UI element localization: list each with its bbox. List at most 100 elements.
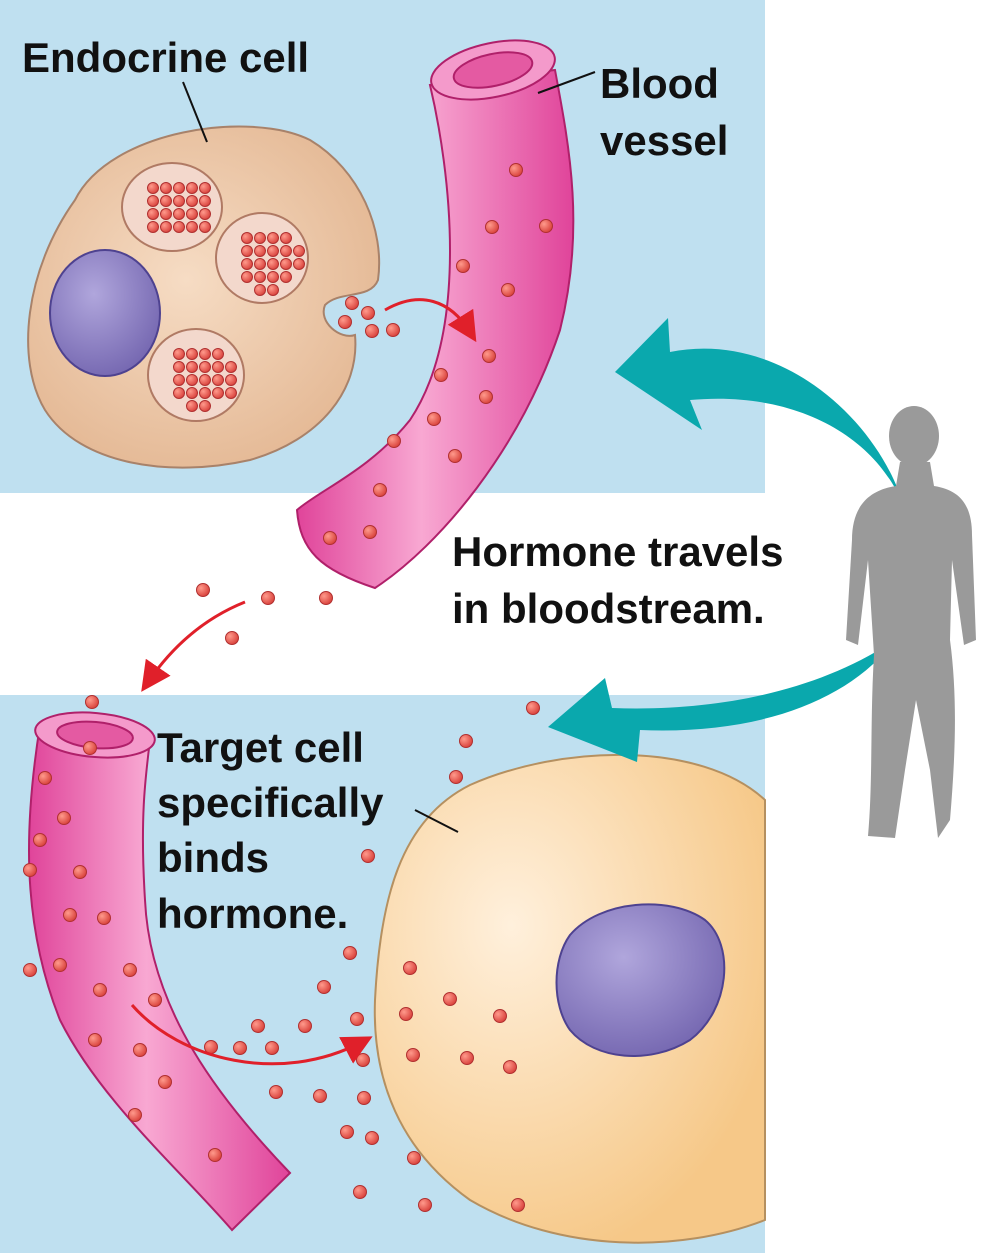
hormone-dot <box>267 232 279 244</box>
hormone-dot <box>323 531 337 545</box>
hormone-dot <box>93 983 107 997</box>
target-cell-label-line1: Target cell <box>157 724 364 771</box>
hormone-dot <box>241 258 253 270</box>
hormone-dot <box>186 221 198 233</box>
hormone-dot <box>88 1033 102 1047</box>
blood-vessel-label-line1: Blood <box>600 60 719 107</box>
hormone-dot <box>350 1012 364 1026</box>
teal-arrow-top <box>615 318 905 510</box>
hormone-dot <box>261 591 275 605</box>
hormone-dot <box>148 993 162 1007</box>
hormone-dot <box>485 220 499 234</box>
hormone-dot <box>280 258 292 270</box>
hormone-dot <box>357 1091 371 1105</box>
hormone-dot <box>456 259 470 273</box>
hormone-dot <box>501 283 515 297</box>
hormone-dot <box>196 583 210 597</box>
target-cell <box>373 753 766 1244</box>
hormone-dot <box>133 1043 147 1057</box>
hormone-dot <box>482 349 496 363</box>
hormone-dot <box>340 1125 354 1139</box>
hormone-dot <box>85 695 99 709</box>
hormone-dot <box>173 374 185 386</box>
hormone-dot <box>293 245 305 257</box>
hormone-dot <box>269 1085 283 1099</box>
hormone-dot <box>173 348 185 360</box>
hormone-dot <box>254 271 266 283</box>
hormone-dot <box>186 208 198 220</box>
target-cell-label-line4: hormone. <box>157 890 348 937</box>
target-cell-label-line3: binds <box>157 834 269 881</box>
release-arrow <box>384 298 477 343</box>
hormone-dot <box>33 833 47 847</box>
hormone-dot <box>539 219 553 233</box>
hormone-dot <box>418 1198 432 1212</box>
hormone-dot <box>212 348 224 360</box>
hormone-dot <box>317 980 331 994</box>
hormone-dot <box>406 1048 420 1062</box>
hormone-dot <box>403 961 417 975</box>
hormone-dot <box>280 232 292 244</box>
hormone-dot <box>448 449 462 463</box>
blood-vessel-top <box>295 39 575 590</box>
hormone-dot <box>147 195 159 207</box>
target-cell-label-line2: specifically <box>157 779 384 826</box>
hormone-dot <box>407 1151 421 1165</box>
hormone-dot <box>199 195 211 207</box>
hormone-dot <box>160 208 172 220</box>
hormone-dot <box>199 348 211 360</box>
hormone-dot <box>199 361 211 373</box>
hormone-dot <box>267 258 279 270</box>
hormone-dot <box>298 1019 312 1033</box>
hormone-dot <box>147 182 159 194</box>
hormone-dot <box>208 1148 222 1162</box>
hormone-dot <box>173 208 185 220</box>
hormone-dot <box>23 863 37 877</box>
hormone-dot <box>186 195 198 207</box>
target-nucleus <box>555 903 726 1057</box>
hormone-dot <box>280 271 292 283</box>
vessel-lumen <box>452 51 534 89</box>
hormone-dot <box>353 1185 367 1199</box>
hormone-dot <box>199 400 211 412</box>
hormone-dot <box>212 361 224 373</box>
hormone-dot <box>267 245 279 257</box>
hormone-dot <box>63 908 77 922</box>
hormone-dot <box>233 1041 247 1055</box>
hormone-dot <box>212 374 224 386</box>
hormone-dot <box>173 221 185 233</box>
hormone-travels-label-line1: Hormone travels <box>452 528 783 575</box>
hormone-dot <box>443 992 457 1006</box>
hormone-dot <box>363 525 377 539</box>
hormone-dot <box>293 258 305 270</box>
hormone-dot <box>427 412 441 426</box>
endocrine-cell <box>27 125 381 469</box>
hormone-dot <box>173 387 185 399</box>
nucleus <box>49 249 161 377</box>
hormone-dot <box>173 182 185 194</box>
hormone-dot <box>186 374 198 386</box>
hormone-dot <box>160 182 172 194</box>
hormone-dot <box>399 1007 413 1021</box>
hormone-dot <box>57 811 71 825</box>
hormone-dot <box>173 195 185 207</box>
hormone-dot <box>186 400 198 412</box>
hormone-dot <box>511 1198 525 1212</box>
hormone-dot <box>387 434 401 448</box>
hormone-dot <box>158 1075 172 1089</box>
blood-vessel-bottom <box>27 711 292 1232</box>
hormone-dot <box>241 245 253 257</box>
hormone-dot <box>251 1019 265 1033</box>
hormone-dot <box>373 483 387 497</box>
hormone-dot <box>199 374 211 386</box>
hormone-dot <box>241 271 253 283</box>
hormone-dot <box>160 221 172 233</box>
hormone-dot <box>38 771 52 785</box>
hormone-dot <box>73 865 87 879</box>
hormone-dot <box>199 208 211 220</box>
hormone-dot <box>434 368 448 382</box>
hormone-dot <box>449 770 463 784</box>
hormone-dot <box>186 387 198 399</box>
